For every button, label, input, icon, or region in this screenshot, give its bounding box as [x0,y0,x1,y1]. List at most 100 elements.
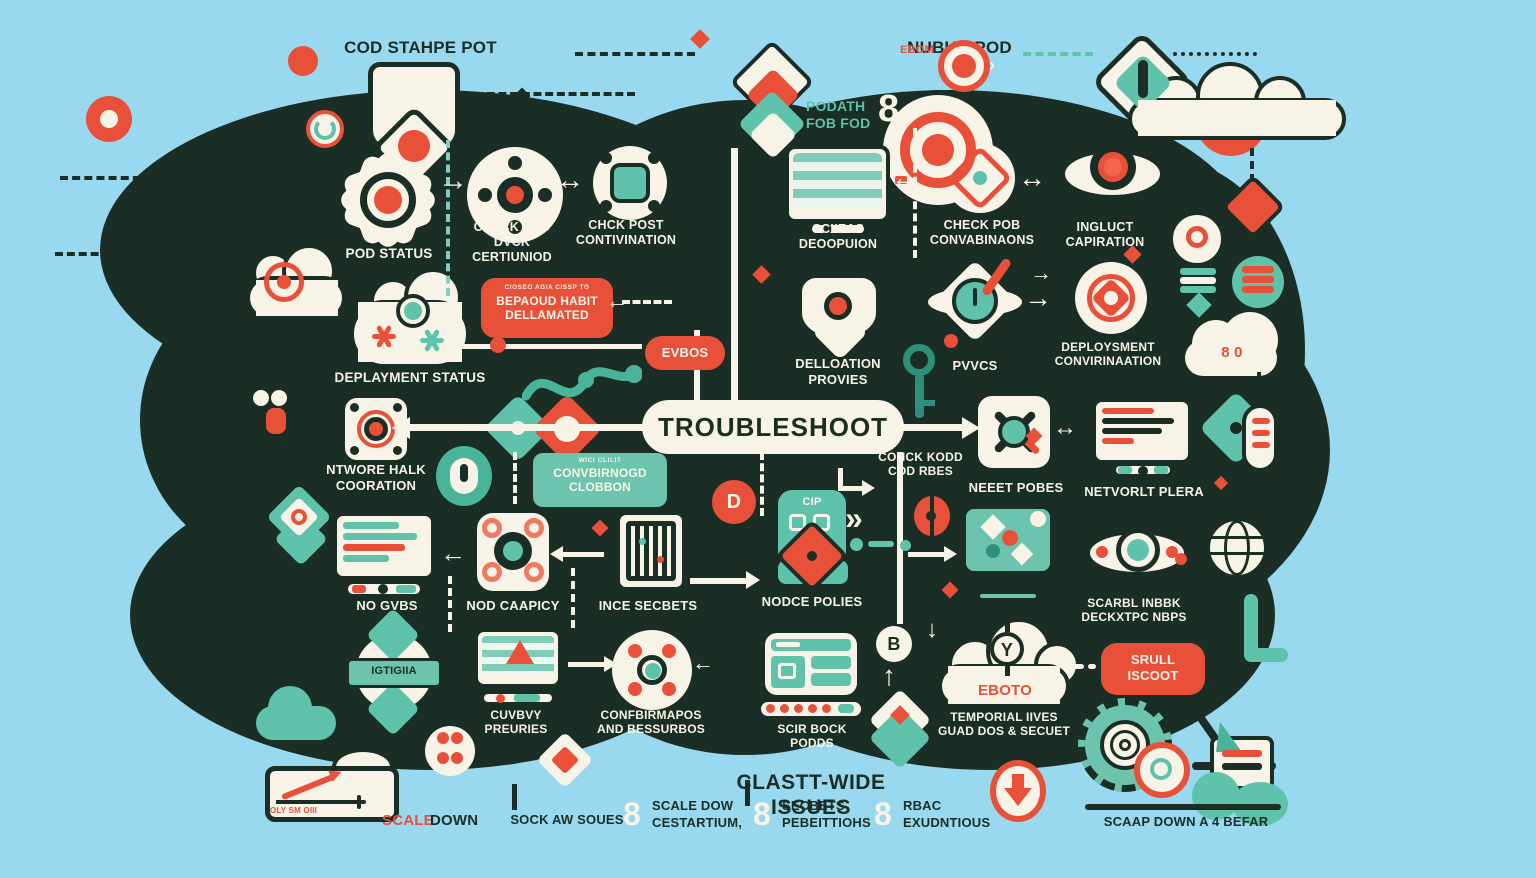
logs-base-dot [378,584,388,594]
deploy-eye-iris [404,302,422,320]
cluster-wide-heading: CLASTT-WIDE ISSUES [736,771,886,820]
dashed-v-center [760,452,764,516]
y-branch-stem-top [1005,620,1010,632]
dotdash-dot2 [900,540,911,551]
arrow-left-head-2 [550,546,563,562]
crane-sail [1216,722,1242,752]
pipe-elbow [1244,648,1288,662]
confbirmapos-label: CONFBIRMAPOS AND BESSURBOS [597,708,705,737]
key-tooth [922,400,935,406]
dark-dotted-line [1173,52,1257,56]
y-branch-ring [990,632,1024,666]
split-circle-dot [926,511,936,521]
ince-secbets-label: INCE SECBETS [598,598,698,613]
pill-arrow-left-head [392,417,410,439]
shield-red-ball [398,130,430,162]
arrow-left-icon-1: ← [440,538,466,568]
dashed-v-1 [448,576,452,632]
dashed-connector-top [475,92,635,96]
bird-eye-right [271,390,287,406]
pill-arrow-left-line [408,424,644,431]
teal-diamond-right-dot [1230,422,1242,434]
dash-decor-2 [1088,664,1096,669]
pod-target-center [922,134,954,166]
slider-line [462,344,642,349]
flower-petal4 [451,752,463,764]
warning-base-bar [514,694,540,702]
red-dot-center [100,110,118,128]
nod-caapicy-label: NOD CAAPICY [466,598,560,613]
dot-decor-2 [1175,553,1187,565]
bug-leg4 [393,446,402,455]
lightbulb-base3 [1180,286,1216,293]
lightbulb-filament [1186,226,1208,248]
teal-arrow-1: → [1030,260,1052,285]
bug-leg2 [393,403,402,412]
configmap-petal1 [628,644,642,658]
target-center [277,275,291,289]
browser-topbar-dash [776,642,800,647]
warning-triangle [506,640,534,664]
bell-line2 [1252,430,1270,436]
check-pod-core [497,177,533,213]
scarbl-label: SCARBL INBBK DECKXTPC NBPS [1081,596,1187,625]
note-box-small-label: WICI CLILIT [578,457,622,464]
code-line-red1 [1102,408,1154,414]
arrow-both-icon-4: ↔ [1053,414,1077,441]
arrow-left-icon-alert: ← [606,288,628,313]
configmap-eye [645,663,661,679]
capacity-ring4 [524,562,544,582]
dashed-cream-column [913,128,917,258]
l-connector-head [746,571,760,589]
code-brackets-icon: ‹ › [978,55,995,75]
arrow-right-head-4 [944,546,957,562]
layered-diamond-ring [291,509,307,525]
download-arrow-stem [1012,774,1024,788]
ebom-label: EBOM [900,44,934,56]
dash-decor-1 [1072,664,1084,669]
globe-parallel1 [1209,536,1265,539]
connector-vertical-right [897,452,903,624]
browser-left-pane [771,656,805,688]
cloud80-body [1185,340,1277,376]
bell-stem-bottom [1257,472,1261,500]
secrets-bar5 [667,526,671,576]
metrics-monitor-dot [822,224,832,234]
path-squiggle-icon [522,365,642,401]
logs-base-red [352,585,366,593]
bell-stem-top [1257,372,1261,404]
temporial-label: TEMPORIAL IIVES GUAD DOS & SECUET [937,710,1071,739]
browser-right-bar2 [811,673,851,686]
cip-label: CIP [802,496,822,508]
configmap-petal3 [628,682,642,696]
bell-line1 [1252,418,1270,424]
l-connector-line [690,578,750,584]
deploysment-label: DEPLOYSMENT CONVIRINAATION [1054,340,1162,369]
browser-dot5 [822,704,831,713]
molecule-node2 [1002,530,1018,546]
arrow-right-line-4 [908,552,948,557]
code-line-red2 [1102,438,1134,444]
metrics-monitor-screen [793,153,882,207]
cloud-tr-fill [1138,100,1336,136]
browser-dot4 [808,704,817,713]
d-badge [712,480,756,524]
molecule-corner-dot [1030,511,1046,527]
b-badge [876,626,912,662]
arrow-both-icon-2: ↔ [891,162,919,193]
globe-stem [1230,580,1240,594]
eboto-cloud-fill [948,666,1060,704]
cip-square1 [789,514,806,531]
bird-wing [266,408,286,434]
chck-post-hex [610,163,650,203]
note-box-main-label: CONVBIRNOGD CLOBBON [553,466,647,495]
chck-post-dot1 [600,152,612,164]
configmap-petal4 [662,682,676,696]
alert-box-small-label: CIOSEO AGIA CISSP TO [504,284,590,291]
igtigiia-label: IGTIGIIA [371,665,417,677]
bottom-bite [440,760,1100,878]
logs-line2 [343,533,417,540]
secrets-bar4 [658,526,662,576]
doc-card-darkline [1222,763,1262,770]
secrets-dot2 [657,556,664,563]
